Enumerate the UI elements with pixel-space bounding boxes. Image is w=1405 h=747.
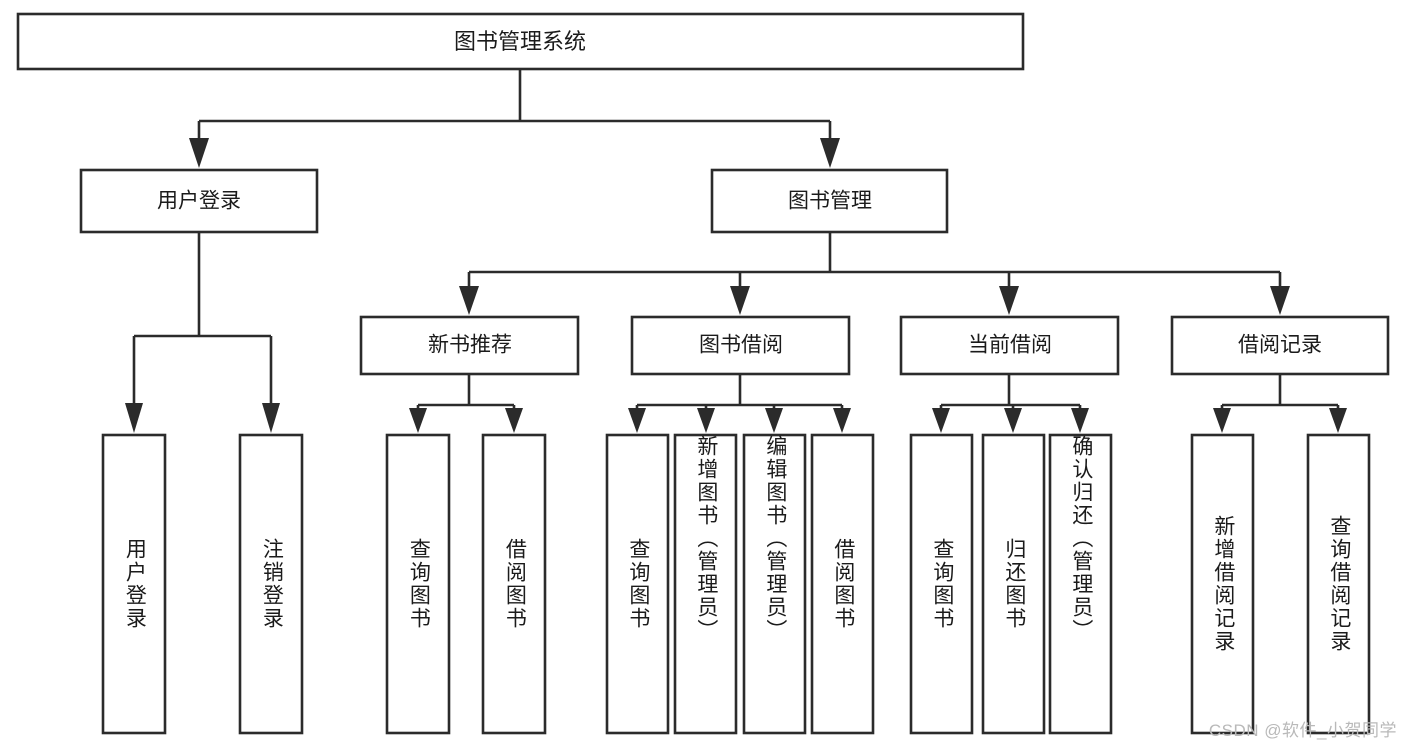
node-borrow-record-box[interactable]	[1170, 315, 1390, 376]
leaf-boxes-group	[101, 433, 1371, 735]
leaf-box-logout-login[interactable]	[238, 433, 304, 735]
leaf-box-edit-book-admin[interactable]	[742, 433, 807, 735]
connector-group-current-borrow	[932, 374, 1089, 433]
node-user-login-label: 用户登录	[157, 190, 241, 213]
arrow-root-to-user-login	[189, 138, 209, 168]
arrow-bm-to-new-book-recommend	[459, 286, 479, 315]
arrow-nbr-leaf-1	[409, 408, 427, 433]
leaf-box-borrow-book-rec[interactable]	[481, 433, 547, 735]
arrow-bb-leaf-3	[765, 408, 783, 433]
arrow-bm-to-borrow-record	[1270, 286, 1290, 315]
node-root[interactable]: 图书管理系统	[16, 12, 1025, 71]
arrow-user-login-leaf-1	[125, 403, 143, 433]
node-current-borrow-box[interactable]	[899, 315, 1120, 376]
node-user-login[interactable]: 用户登录	[79, 168, 319, 234]
node-current-borrow[interactable]: 当前借阅	[899, 315, 1120, 376]
arrow-bm-to-current-borrow	[999, 286, 1019, 315]
arrow-cb-leaf-2	[1004, 408, 1022, 433]
arrow-cb-leaf-3	[1071, 408, 1089, 433]
node-book-management[interactable]: 图书管理	[710, 168, 949, 234]
arrow-root-to-book-management	[820, 138, 840, 168]
node-borrow-record-label: 借阅记录	[1238, 334, 1322, 357]
leaf-box-query-borrow-record[interactable]	[1306, 433, 1371, 735]
csdn-watermark: CSDN @软件_小贺同学	[1208, 721, 1397, 740]
connector-group-book-borrow	[628, 374, 851, 433]
leaf-box-borrow-book[interactable]	[810, 433, 875, 735]
node-new-book-recommend[interactable]: 新书推荐	[359, 315, 580, 376]
node-book-borrow-label: 图书借阅	[699, 334, 783, 357]
leaf-box-query-book-rec[interactable]	[385, 433, 451, 735]
leaf-box-query-book-current[interactable]	[909, 433, 974, 735]
connector-group-root	[189, 69, 840, 168]
node-book-borrow[interactable]: 图书借阅	[630, 315, 851, 376]
node-borrow-record[interactable]: 借阅记录	[1170, 315, 1390, 376]
connector-group-borrow-record	[1213, 374, 1347, 433]
arrow-br-leaf-1	[1213, 408, 1231, 433]
leaf-box-query-book-borrow[interactable]	[605, 433, 670, 735]
node-current-borrow-label: 当前借阅	[968, 334, 1052, 357]
leaf-box-add-borrow-record[interactable]	[1190, 433, 1255, 735]
node-new-book-recommend-label: 新书推荐	[428, 334, 512, 357]
node-user-login-box[interactable]	[79, 168, 319, 234]
arrow-bb-leaf-4	[833, 408, 851, 433]
node-book-management-box[interactable]	[710, 168, 949, 234]
leaf-box-user-login[interactable]	[101, 433, 167, 735]
arrow-nbr-leaf-2	[505, 408, 523, 433]
connector-group-user-login	[125, 232, 280, 433]
node-book-borrow-box[interactable]	[630, 315, 851, 376]
node-book-management-label: 图书管理	[788, 190, 872, 213]
arrow-br-leaf-2	[1329, 408, 1347, 433]
node-root-label: 图书管理系统	[454, 29, 586, 54]
arrow-bb-leaf-1	[628, 408, 646, 433]
leaf-box-confirm-return-admin[interactable]	[1048, 433, 1113, 735]
connector-group-new-book-recommend	[409, 374, 523, 433]
arrow-user-login-leaf-2	[262, 403, 280, 433]
connector-group-book-management	[459, 232, 1290, 315]
leaf-box-add-book-admin[interactable]	[673, 433, 738, 735]
arrow-bb-leaf-2	[697, 408, 715, 433]
arrow-bm-to-book-borrow	[730, 286, 750, 315]
arrow-cb-leaf-1	[932, 408, 950, 433]
node-new-book-recommend-box[interactable]	[359, 315, 580, 376]
node-root-box[interactable]	[16, 12, 1025, 71]
leaf-box-return-book[interactable]	[981, 433, 1046, 735]
